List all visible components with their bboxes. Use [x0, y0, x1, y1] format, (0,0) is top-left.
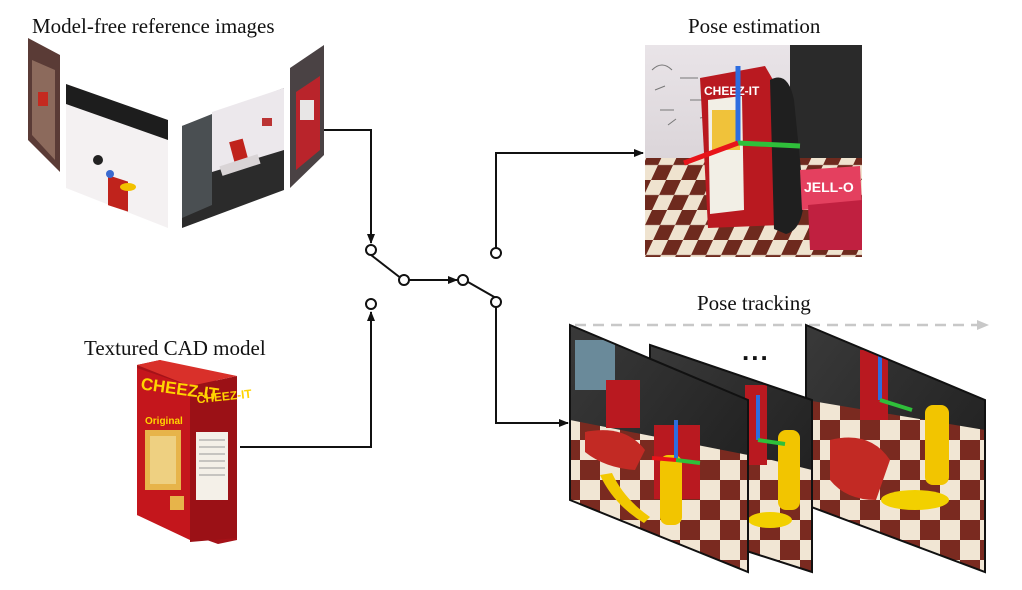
- reference-images-label: Model-free reference images: [32, 14, 275, 38]
- reference-images-panel: [28, 38, 324, 228]
- pose-estimation-label: Pose estimation: [688, 14, 821, 38]
- box-side-brand: CHEEZ-IT: [196, 387, 253, 407]
- cad-model-label: Textured CAD model: [84, 336, 266, 360]
- pose-tracking-label: Pose tracking: [697, 291, 811, 315]
- tracking-frame: [805, 323, 986, 574]
- cad-model-box: CHEEZ-IT CHEEZ-IT Original: [137, 360, 253, 544]
- reference-to-switch-line: [324, 129, 375, 244]
- pose-estimation-image: CHEEZ-IT JELL-O: [645, 45, 862, 257]
- terminal-upper-right: [490, 247, 502, 259]
- reference-image: [28, 38, 60, 172]
- switch-terminals: [365, 244, 502, 310]
- right-switch-lever: [467, 281, 497, 299]
- terminal-lower-left: [365, 298, 377, 310]
- cereal-box-brand: CHEEZ-IT: [704, 84, 760, 98]
- terminal-middle-right: [457, 274, 469, 286]
- to-tracking-line: [495, 307, 569, 427]
- left-switch-lever: [370, 254, 403, 280]
- terminal-upper-left: [365, 244, 377, 256]
- reference-image: [182, 88, 284, 228]
- cad-to-switch-line: [240, 311, 375, 448]
- terminal-middle-left: [398, 274, 410, 286]
- reference-image: [66, 84, 168, 228]
- jello-label: JELL-O: [804, 179, 854, 195]
- terminal-lower-right: [490, 296, 502, 308]
- box-flavor: Original: [145, 416, 183, 427]
- to-estimation-line: [495, 149, 644, 248]
- reference-image: [290, 45, 324, 188]
- switch-connectors: [240, 129, 644, 448]
- ellipsis-label: ...: [742, 336, 770, 366]
